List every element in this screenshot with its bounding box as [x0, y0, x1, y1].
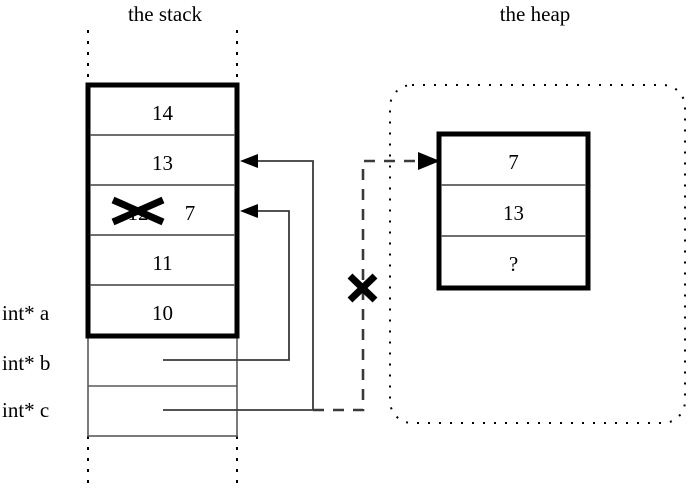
stack-cell-value: 14: [152, 101, 173, 125]
stack-frame: [85, 82, 240, 339]
heap-cell-value-unknown: ?: [508, 252, 519, 276]
struck-value-x-icon: [111, 196, 165, 226]
heap-link-arrowhead: [418, 152, 440, 170]
stack-dotted-extents: [87, 30, 238, 486]
heap-cell-value: 13: [503, 201, 524, 225]
heap-region-outline: [389, 84, 686, 424]
broken-pointer-x-icon: [347, 273, 378, 303]
stack-cell-value-updated: 7: [184, 201, 196, 225]
heap-dashed-connector: [313, 152, 440, 412]
pointer-label-b: int* b: [2, 351, 51, 375]
pointer-label-c: int* c: [2, 398, 50, 422]
heap-block-frame: [436, 131, 591, 291]
pointer-b-connector: [163, 204, 290, 361]
heap-cell-value: 7: [508, 150, 519, 174]
stack-cell-value: 11: [152, 251, 173, 275]
heap-title: the heap: [499, 2, 571, 26]
pointer-c-stack-connector: [163, 154, 314, 411]
pointer-label-a: int* a: [2, 301, 50, 325]
stack-title: the stack: [127, 2, 203, 26]
stack-cell-value: 10: [152, 301, 173, 325]
stack-pointer-slots: [87, 335, 238, 437]
stack-cell-value: 13: [152, 151, 173, 175]
pointer-b-arrowhead: [240, 204, 258, 218]
pointer-c-arrowhead: [240, 154, 258, 168]
stack-cell-value-stale: 12: [127, 201, 149, 225]
